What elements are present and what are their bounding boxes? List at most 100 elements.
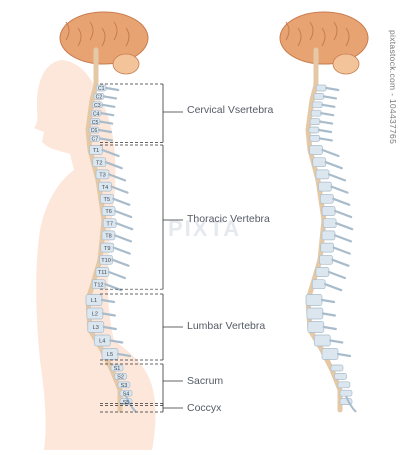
watermark: PIXTA xyxy=(168,216,242,241)
spinous-process xyxy=(102,325,117,331)
vertebra-label: L4 xyxy=(99,339,105,345)
label-cervical: Cervical Vsertebra xyxy=(187,104,274,116)
vertebra-label: T7 xyxy=(106,221,113,227)
vertebra-label: T3 xyxy=(99,173,106,179)
vertebra xyxy=(117,381,131,389)
spinous-process xyxy=(320,112,335,117)
spinous-process xyxy=(104,283,123,292)
vertebra xyxy=(308,126,320,134)
brain-fold xyxy=(333,21,338,41)
spinous-process xyxy=(321,148,340,158)
cerebellum-shape xyxy=(112,53,140,75)
spinous-process xyxy=(322,95,338,100)
vertebra-label: C2 xyxy=(96,95,103,101)
spinous-process xyxy=(333,234,353,243)
brain-fold xyxy=(77,27,82,47)
vertebra-label: T9 xyxy=(104,246,111,252)
spinous-process xyxy=(320,298,336,304)
spinous-process xyxy=(327,270,346,280)
vertebra-label: T12 xyxy=(94,282,104,288)
spinous-process xyxy=(114,209,133,219)
vertebra-label: L1 xyxy=(91,298,97,304)
spinous-process xyxy=(112,246,131,255)
vertebra-label: L2 xyxy=(92,312,98,318)
vertebra-label: C6 xyxy=(91,128,98,134)
coccyx-bone xyxy=(345,395,357,413)
spinous-process xyxy=(330,185,349,194)
spinous-process xyxy=(107,173,127,182)
spinous-process xyxy=(100,298,116,304)
spinous-process xyxy=(100,112,115,117)
spinous-process xyxy=(336,352,352,358)
vertebra-label: L5 xyxy=(107,352,113,358)
vertebra xyxy=(315,267,330,277)
vertebra-label: S5 xyxy=(123,400,130,406)
vertebra-label: C1 xyxy=(98,86,105,92)
spinous-process xyxy=(113,234,133,243)
vertebra xyxy=(310,109,322,117)
vertebra-label-group: C1C2C3C4C5C6C7T1T2T3T4T5T6T7T8T9T10T11T1… xyxy=(91,86,130,406)
spinous-process xyxy=(116,352,132,358)
spinous-process xyxy=(112,197,131,206)
vertebra-label: T11 xyxy=(98,270,107,276)
brain-fold xyxy=(345,27,350,47)
label-lumbar: Lumbar Vertebra xyxy=(187,320,266,332)
body-silhouette xyxy=(34,60,156,450)
spinous-process xyxy=(324,283,343,292)
vertebra-label: T6 xyxy=(105,209,112,215)
brain-fold xyxy=(65,21,70,41)
vertebra xyxy=(312,157,327,168)
vertebra-label: L3 xyxy=(93,325,99,331)
label-coccyx: Coccyx xyxy=(187,402,222,414)
vertebra-label: T5 xyxy=(104,197,111,203)
spinous-process xyxy=(332,197,351,206)
spinous-process xyxy=(105,86,120,92)
spinous-process xyxy=(332,246,351,255)
vertebra xyxy=(312,101,323,109)
vertebra xyxy=(306,307,324,320)
vertebra-label: T10 xyxy=(101,258,111,264)
brain-fold xyxy=(125,27,130,47)
vertebra-label: C3 xyxy=(94,103,101,109)
brain-fold xyxy=(297,27,302,47)
vertebra xyxy=(305,294,323,306)
coccyx-bone xyxy=(125,395,137,413)
vertebra xyxy=(309,118,321,125)
vertebra xyxy=(322,218,337,229)
label-thoracic: Thoracic Vertebra xyxy=(187,213,270,225)
vertebra xyxy=(313,334,331,347)
spinous-process xyxy=(329,339,344,344)
vertebra-label: S4 xyxy=(123,391,130,397)
spinous-process xyxy=(319,120,334,125)
brain-shape xyxy=(59,11,149,65)
spinous-process xyxy=(101,312,116,317)
vertebra xyxy=(337,381,351,389)
brain-fold xyxy=(101,27,106,47)
vertebra-label: C4 xyxy=(93,111,100,117)
spinous-process xyxy=(321,103,336,108)
spinous-process xyxy=(331,258,350,267)
vertebra-label: T8 xyxy=(105,234,112,240)
label-sacrum: Sacrum xyxy=(187,375,224,387)
vertebra-label: S2 xyxy=(117,375,124,381)
brain-fold xyxy=(285,21,290,41)
vertebra xyxy=(318,181,332,192)
vertebra-label: T2 xyxy=(96,160,103,166)
spinous-process xyxy=(111,258,130,267)
vertebra-label: T4 xyxy=(102,185,109,191)
vertebra xyxy=(321,206,336,216)
spinous-process xyxy=(102,95,118,100)
brain-fold xyxy=(89,21,94,41)
region-brackets xyxy=(100,83,183,413)
spinous-process xyxy=(327,173,347,182)
spinous-process xyxy=(317,128,333,134)
vertebra-label: S1 xyxy=(114,366,121,372)
right-spine-group xyxy=(279,11,369,413)
vertebra xyxy=(315,84,327,92)
vertebra xyxy=(330,364,344,372)
spinous-process xyxy=(109,339,124,344)
spinous-process xyxy=(318,137,333,142)
vertebra-label: C7 xyxy=(92,137,99,143)
